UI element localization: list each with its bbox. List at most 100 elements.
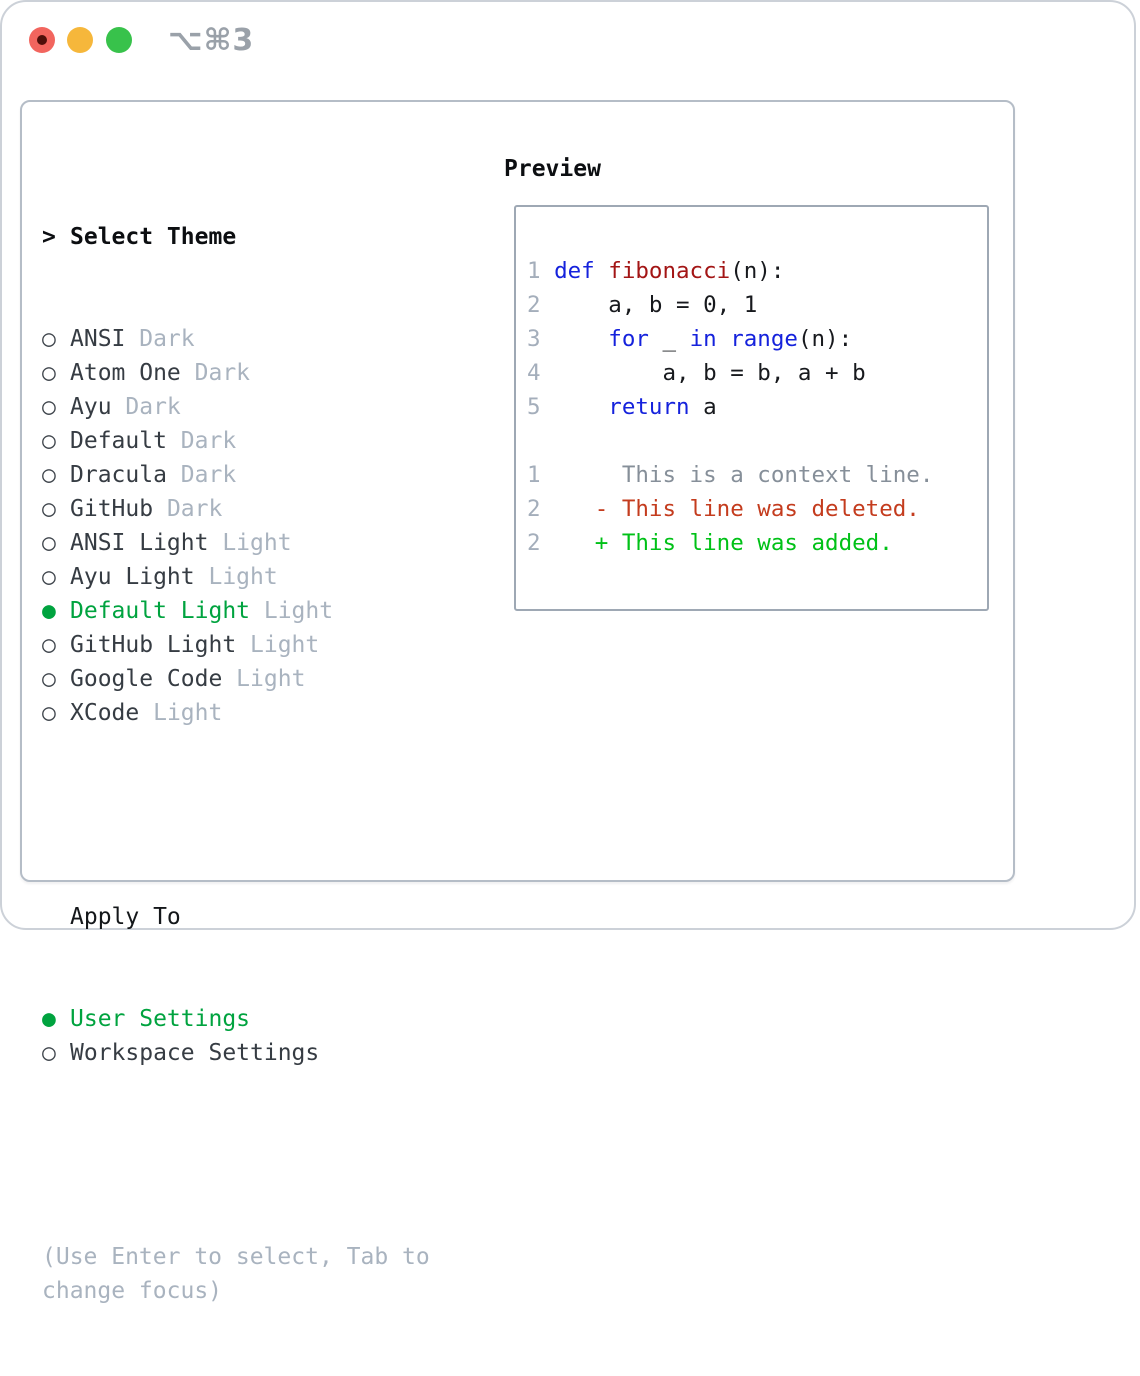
spacer: [42, 1138, 430, 1172]
theme-option[interactable]: ○ANSI Light Light: [42, 526, 430, 560]
option-label: XCode: [70, 700, 140, 726]
radio-unselected-icon: ○: [42, 666, 56, 692]
code-segment: [554, 394, 608, 420]
hint-line: change focus): [42, 1278, 223, 1304]
code-segment: for: [608, 326, 649, 352]
code-segment: + This line was added.: [594, 530, 893, 556]
line-number: 2: [527, 292, 555, 318]
window-shortcut-label: ⌥⌘3: [168, 23, 255, 58]
theme-variant-label: Light: [139, 700, 223, 726]
radio-unselected-icon: ○: [42, 326, 56, 352]
option-label: ANSI Light: [70, 530, 209, 556]
option-label: Workspace Settings: [70, 1040, 320, 1066]
code-line: 2 + This line was added.: [527, 526, 987, 560]
apply-to-header: Apply To: [70, 904, 181, 930]
code-segment: fibonacci: [608, 258, 731, 284]
theme-variant-label: Dark: [153, 496, 223, 522]
code-line: 3 for _ in range(n):: [527, 322, 987, 356]
radio-unselected-icon: ○: [42, 530, 56, 556]
minimize-button[interactable]: [67, 27, 93, 53]
code-segment: [554, 496, 595, 522]
code-line: 4 a, b = b, a + b: [527, 356, 987, 390]
line-number: 4: [527, 360, 555, 386]
theme-option[interactable]: ○GitHub Light Light: [42, 628, 430, 662]
theme-option[interactable]: ○Atom One Dark: [42, 356, 430, 390]
apply-option[interactable]: ● User Settings: [42, 1002, 430, 1036]
theme-option[interactable]: ○ Ayu Dark: [42, 390, 430, 424]
code-segment: range: [730, 326, 798, 352]
radio-selected-icon: ●: [42, 598, 56, 624]
radio-unselected-icon: ○: [42, 496, 56, 522]
option-label: Ayu: [70, 394, 112, 420]
theme-variant-label: Dark: [166, 462, 237, 488]
option-label: Ayu Light: [70, 564, 195, 590]
titlebar: ⌥⌘3: [2, 2, 1134, 78]
code-segment: [554, 530, 595, 556]
spacer: [42, 798, 430, 832]
theme-variant-label: Dark: [166, 428, 237, 454]
code-segment: a: [689, 394, 717, 420]
theme-option[interactable]: ○Default Dark: [42, 424, 430, 458]
theme-variant-label: Dark: [180, 360, 251, 386]
theme-variant-label: Dark: [111, 394, 181, 420]
code-segment: return: [608, 394, 690, 420]
line-number: 2: [527, 530, 555, 556]
apply-option[interactable]: ○ Workspace Settings: [42, 1036, 430, 1070]
code-segment: a, b = 0, 1: [554, 292, 758, 318]
code-segment: def: [554, 258, 595, 284]
apply-to-options: ● User Settings ○ Workspace Settings: [42, 1002, 430, 1070]
close-button[interactable]: [29, 27, 55, 53]
radio-unselected-icon: ○: [42, 1040, 56, 1066]
code-line: 1 def fibonacci(n):: [527, 254, 987, 288]
theme-option[interactable]: ○ XCode Light: [42, 696, 430, 730]
theme-option[interactable]: ○ GitHub Dark: [42, 492, 430, 526]
code-line: [527, 424, 987, 458]
radio-unselected-icon: ○: [42, 564, 56, 590]
code-segment: [595, 258, 609, 284]
theme-variant-label: Light: [250, 598, 334, 624]
theme-list: ○ANSI Dark○Atom One Dark○Ayu Dark○Defaul…: [42, 322, 430, 730]
radio-selected-icon: ●: [42, 1006, 56, 1032]
code-line: 2 a, b = 0, 1: [527, 288, 987, 322]
option-label: Google Code: [70, 666, 223, 692]
code-line: 5 return a: [527, 390, 987, 424]
line-number: 1: [527, 462, 555, 488]
code-segment: [554, 326, 608, 352]
code-segment: (n):: [730, 258, 785, 284]
theme-option[interactable]: ●Default Light Light: [42, 594, 430, 628]
zoom-button[interactable]: [106, 27, 132, 53]
radio-unselected-icon: ○: [42, 360, 56, 386]
option-label: GitHub: [70, 496, 154, 522]
code-segment: [717, 326, 731, 352]
hint-text: (Use Enter to select, Tab to change focus…: [42, 1240, 430, 1308]
theme-variant-label: Light: [222, 666, 306, 692]
code-segment: - This line was deleted.: [594, 496, 920, 522]
theme-option[interactable]: ○ANSI Dark: [42, 322, 430, 356]
line-number: 1: [527, 258, 555, 284]
option-label: User Settings: [70, 1006, 251, 1032]
code-segment: (n):: [797, 326, 853, 352]
select-theme-header: > Select Theme: [42, 220, 430, 254]
radio-unselected-icon: ○: [42, 462, 56, 488]
radio-unselected-icon: ○: [42, 700, 56, 726]
radio-unselected-icon: ○: [42, 632, 56, 658]
theme-option[interactable]: ○Dracula Dark: [42, 458, 430, 492]
code-segment: a, b = b, a + b: [554, 360, 866, 386]
hint-line: (Use Enter to select, Tab to: [42, 1244, 430, 1270]
theme-option[interactable]: ○Ayu Light Light: [42, 560, 430, 594]
code-segment: in: [689, 326, 717, 352]
select-theme-title: Select Theme: [70, 224, 237, 250]
code-line: 1 This is a context line.: [527, 458, 987, 492]
theme-variant-label: Light: [236, 632, 320, 658]
radio-unselected-icon: ○: [42, 394, 56, 420]
code-segment: This is a context line.: [554, 462, 934, 488]
app-window: ⌥⌘3 > Select Theme ○ANSI Dark○Atom One Da…: [0, 0, 1136, 1304]
option-label: Default: [70, 428, 167, 454]
theme-variant-label: Dark: [125, 326, 195, 352]
code-segment: _: [648, 326, 690, 352]
focus-caret-icon: >: [42, 224, 56, 250]
line-number: 5: [527, 394, 555, 420]
theme-option[interactable]: ○ Google Code Light: [42, 662, 430, 696]
